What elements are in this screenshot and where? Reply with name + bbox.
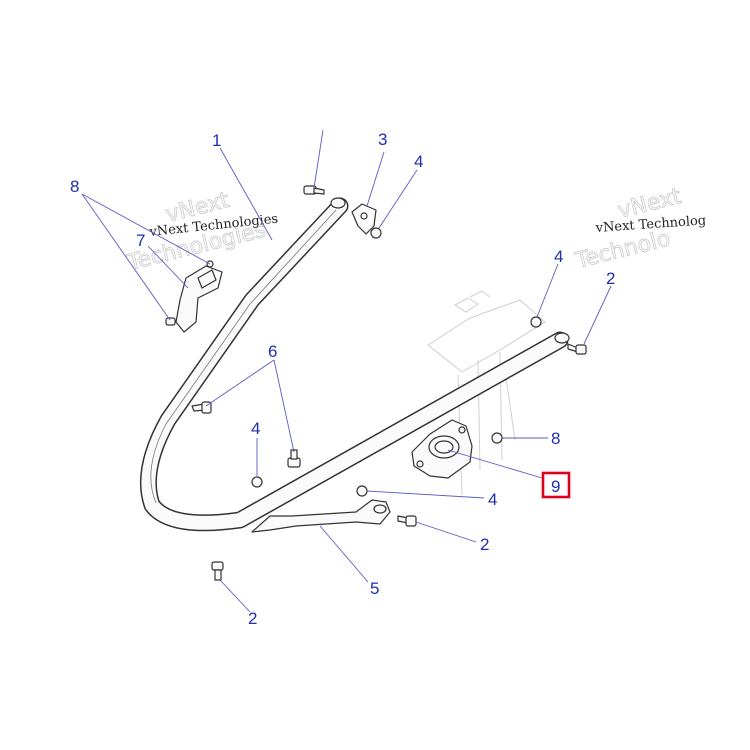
highlighted-callout-9[interactable]: 9 bbox=[541, 471, 571, 499]
callout-2-right: 2 bbox=[606, 269, 615, 288]
part-7-bracket bbox=[175, 265, 223, 333]
bolt-6-left bbox=[191, 401, 212, 414]
bolt-right-upper bbox=[567, 343, 587, 355]
leader-6-b bbox=[273, 359, 295, 453]
callout-8-right: 8 bbox=[551, 429, 560, 448]
part-9-hitch-plate bbox=[411, 419, 473, 479]
fasteners bbox=[165, 185, 587, 581]
leader-7 bbox=[147, 245, 189, 289]
callout-1: 1 bbox=[212, 131, 221, 150]
callout-4-low: 4 bbox=[488, 490, 497, 509]
leader-8-left-b bbox=[81, 193, 171, 321]
callout-2-bottom: 2 bbox=[248, 609, 257, 628]
watermark-right: vNext Technolo vNext Technolog bbox=[572, 184, 707, 275]
callout-4-top: 4 bbox=[414, 152, 423, 171]
leader-2-bottom bbox=[219, 579, 251, 613]
nut-top bbox=[370, 227, 382, 239]
leader-9 bbox=[447, 449, 543, 479]
part-1-tube bbox=[139, 197, 570, 532]
leader-bolt-top bbox=[313, 129, 324, 189]
bolt-6-center bbox=[287, 449, 301, 468]
highlight-box bbox=[541, 471, 571, 499]
leader-4-low bbox=[366, 490, 485, 499]
leader-2-right bbox=[583, 285, 612, 345]
callout-8-left: 8 bbox=[70, 177, 79, 196]
nut-low bbox=[356, 485, 368, 497]
callout-5: 5 bbox=[370, 579, 379, 598]
nut-mid bbox=[251, 476, 263, 488]
leader-8-left-a bbox=[81, 193, 211, 265]
leader-5 bbox=[319, 525, 369, 583]
bolt-left-small bbox=[165, 317, 176, 326]
leader-4-right bbox=[536, 263, 559, 318]
bolt-bottom bbox=[211, 561, 224, 581]
washer-8-right bbox=[491, 432, 503, 444]
callout-labels: 1 3 4 8 7 4 2 6 4 8 4 2 5 2 bbox=[70, 130, 615, 628]
callout-2-low: 2 bbox=[480, 535, 489, 554]
leader-lines bbox=[81, 129, 612, 613]
callout-7: 7 bbox=[136, 231, 145, 250]
leader-6-a bbox=[205, 359, 275, 407]
leader-4-top bbox=[378, 169, 418, 229]
callout-6: 6 bbox=[268, 342, 277, 361]
part-3-bracket bbox=[351, 203, 377, 235]
callout-4-mid: 4 bbox=[251, 419, 260, 438]
part-5-brace bbox=[251, 499, 391, 533]
leader-2-low bbox=[415, 521, 477, 543]
leader-3 bbox=[366, 151, 385, 207]
leader-1 bbox=[219, 147, 273, 241]
callout-4-right: 4 bbox=[554, 247, 563, 266]
watermark-left: vNext Technologies vNext Technologies bbox=[124, 188, 279, 277]
callout-3: 3 bbox=[378, 130, 387, 149]
bolt-lower-right bbox=[397, 515, 417, 527]
nut-right bbox=[530, 316, 542, 328]
callout-9: 9 bbox=[551, 477, 560, 496]
bolt-top bbox=[303, 185, 325, 195]
